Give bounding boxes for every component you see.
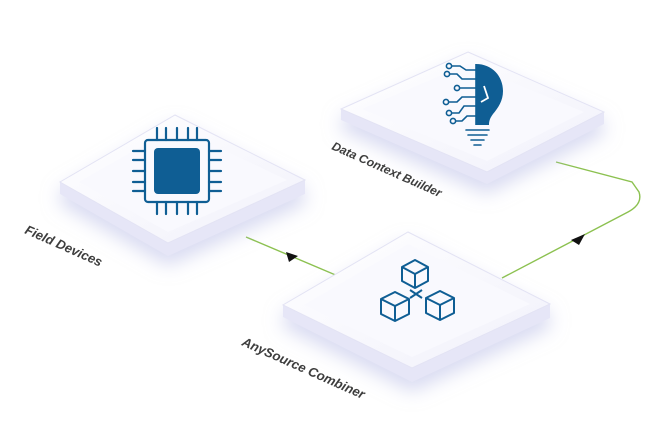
tile-anysource-combiner: [281, 231, 552, 382]
connected-cubes-icon: [380, 259, 455, 322]
arrowhead-icon: [286, 252, 298, 262]
tile-data-context-builder: [339, 51, 606, 184]
connector-combiner-to-builder: [501, 161, 641, 279]
arrowhead-icon: [571, 234, 585, 245]
label-field-devices: Field Devices: [23, 222, 105, 270]
circuit-lightbulb-icon: [442, 62, 503, 146]
connector-field-to-combiner: [245, 236, 346, 280]
cpu-chip-icon: [131, 126, 223, 216]
